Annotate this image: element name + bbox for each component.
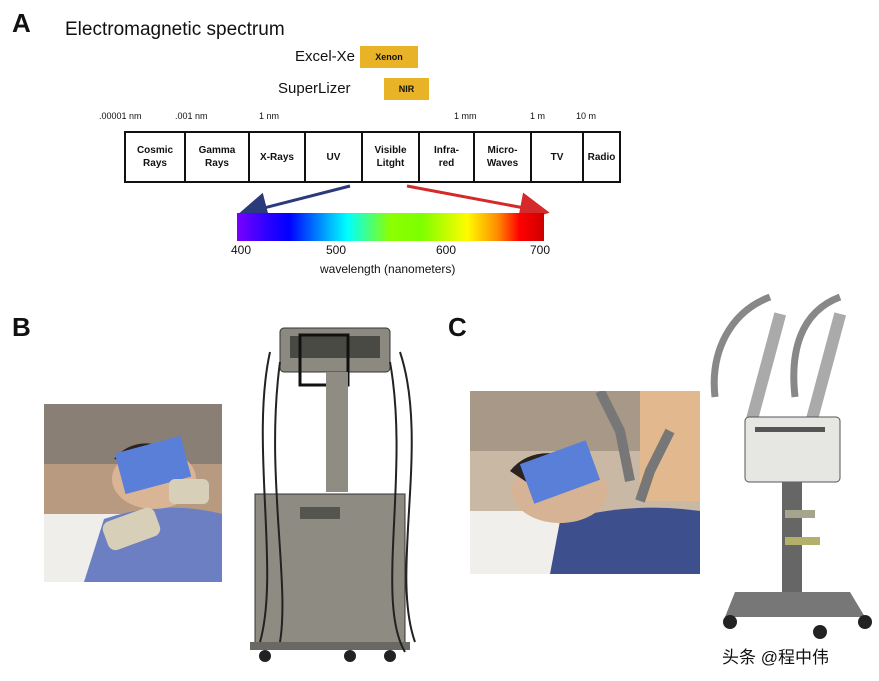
- visible-gradient-bar: [237, 213, 544, 241]
- device-name-excel-xe: Excel-Xe: [295, 48, 356, 65]
- band-tv: TV: [532, 133, 584, 181]
- diagram-title: Electromagnetic spectrum: [65, 19, 285, 40]
- device-excel-xe: [250, 327, 416, 662]
- wavelength-tick: 600: [436, 243, 457, 257]
- face-blur: [114, 435, 192, 495]
- panel-label-b: B: [12, 312, 31, 342]
- device-name-superlizer: SuperLizer: [278, 80, 351, 97]
- band-visible: Visible Litght: [363, 133, 420, 181]
- band-radio: Radio: [587, 151, 616, 163]
- scale-label: 1 m: [530, 111, 546, 121]
- scale-label: .001 nm: [175, 111, 208, 121]
- panel-label-a: A: [12, 8, 31, 38]
- band-cosmic-rays: Cosmic Rays: [126, 133, 186, 181]
- scale-label: 1 nm: [259, 111, 280, 121]
- control-panel-highlight: [298, 333, 350, 387]
- scale-label: 1 mm: [454, 111, 477, 121]
- patient-photo-b: [44, 404, 222, 582]
- watermark: 头条 @程中伟: [722, 648, 829, 667]
- panel-label-c: C: [448, 312, 467, 342]
- badge-nir: NIR: [384, 78, 429, 100]
- device-superlizer: [710, 293, 872, 639]
- band-infrared: Infra- red: [420, 133, 475, 181]
- arrow-left: [237, 184, 351, 222]
- spectrum-bands: Cosmic Rays Gamma Rays X-Rays UV Visible…: [124, 131, 621, 183]
- badge-xenon: Xenon: [360, 46, 418, 68]
- band-gamma-rays: Gamma Rays: [186, 133, 250, 181]
- band-x-rays: X-Rays: [250, 133, 306, 181]
- band-microwaves: Micro- Waves: [475, 133, 532, 181]
- arrow-right: [406, 184, 550, 222]
- scale-label: .00001 nm: [99, 111, 142, 121]
- patient-photo-c: [470, 391, 700, 574]
- face-blur: [519, 440, 601, 504]
- wavelength-tick: 400: [231, 243, 252, 257]
- wavelength-tick: 500: [326, 243, 347, 257]
- band-uv: UV: [306, 133, 363, 181]
- scale-label: 10 m: [576, 111, 597, 121]
- wavelength-tick: 700: [530, 243, 551, 257]
- wavelength-axis-label: wavelength (nanometers): [320, 262, 456, 276]
